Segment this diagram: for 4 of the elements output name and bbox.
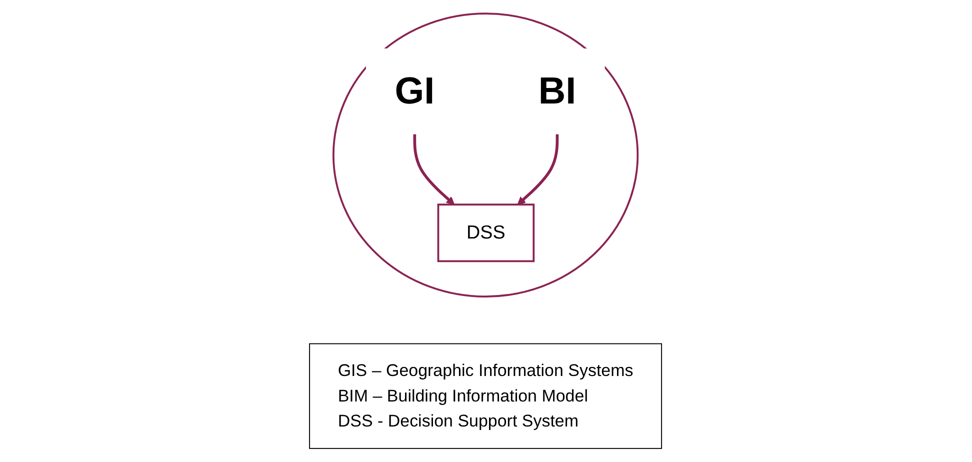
arrow — [518, 134, 560, 205]
node-box: GIS – Geographic Information Systems BIM – Building Information Model DSS - Decision Support System — [310, 343, 662, 449]
node-box: DSS — [438, 204, 536, 262]
arrow — [414, 134, 456, 205]
